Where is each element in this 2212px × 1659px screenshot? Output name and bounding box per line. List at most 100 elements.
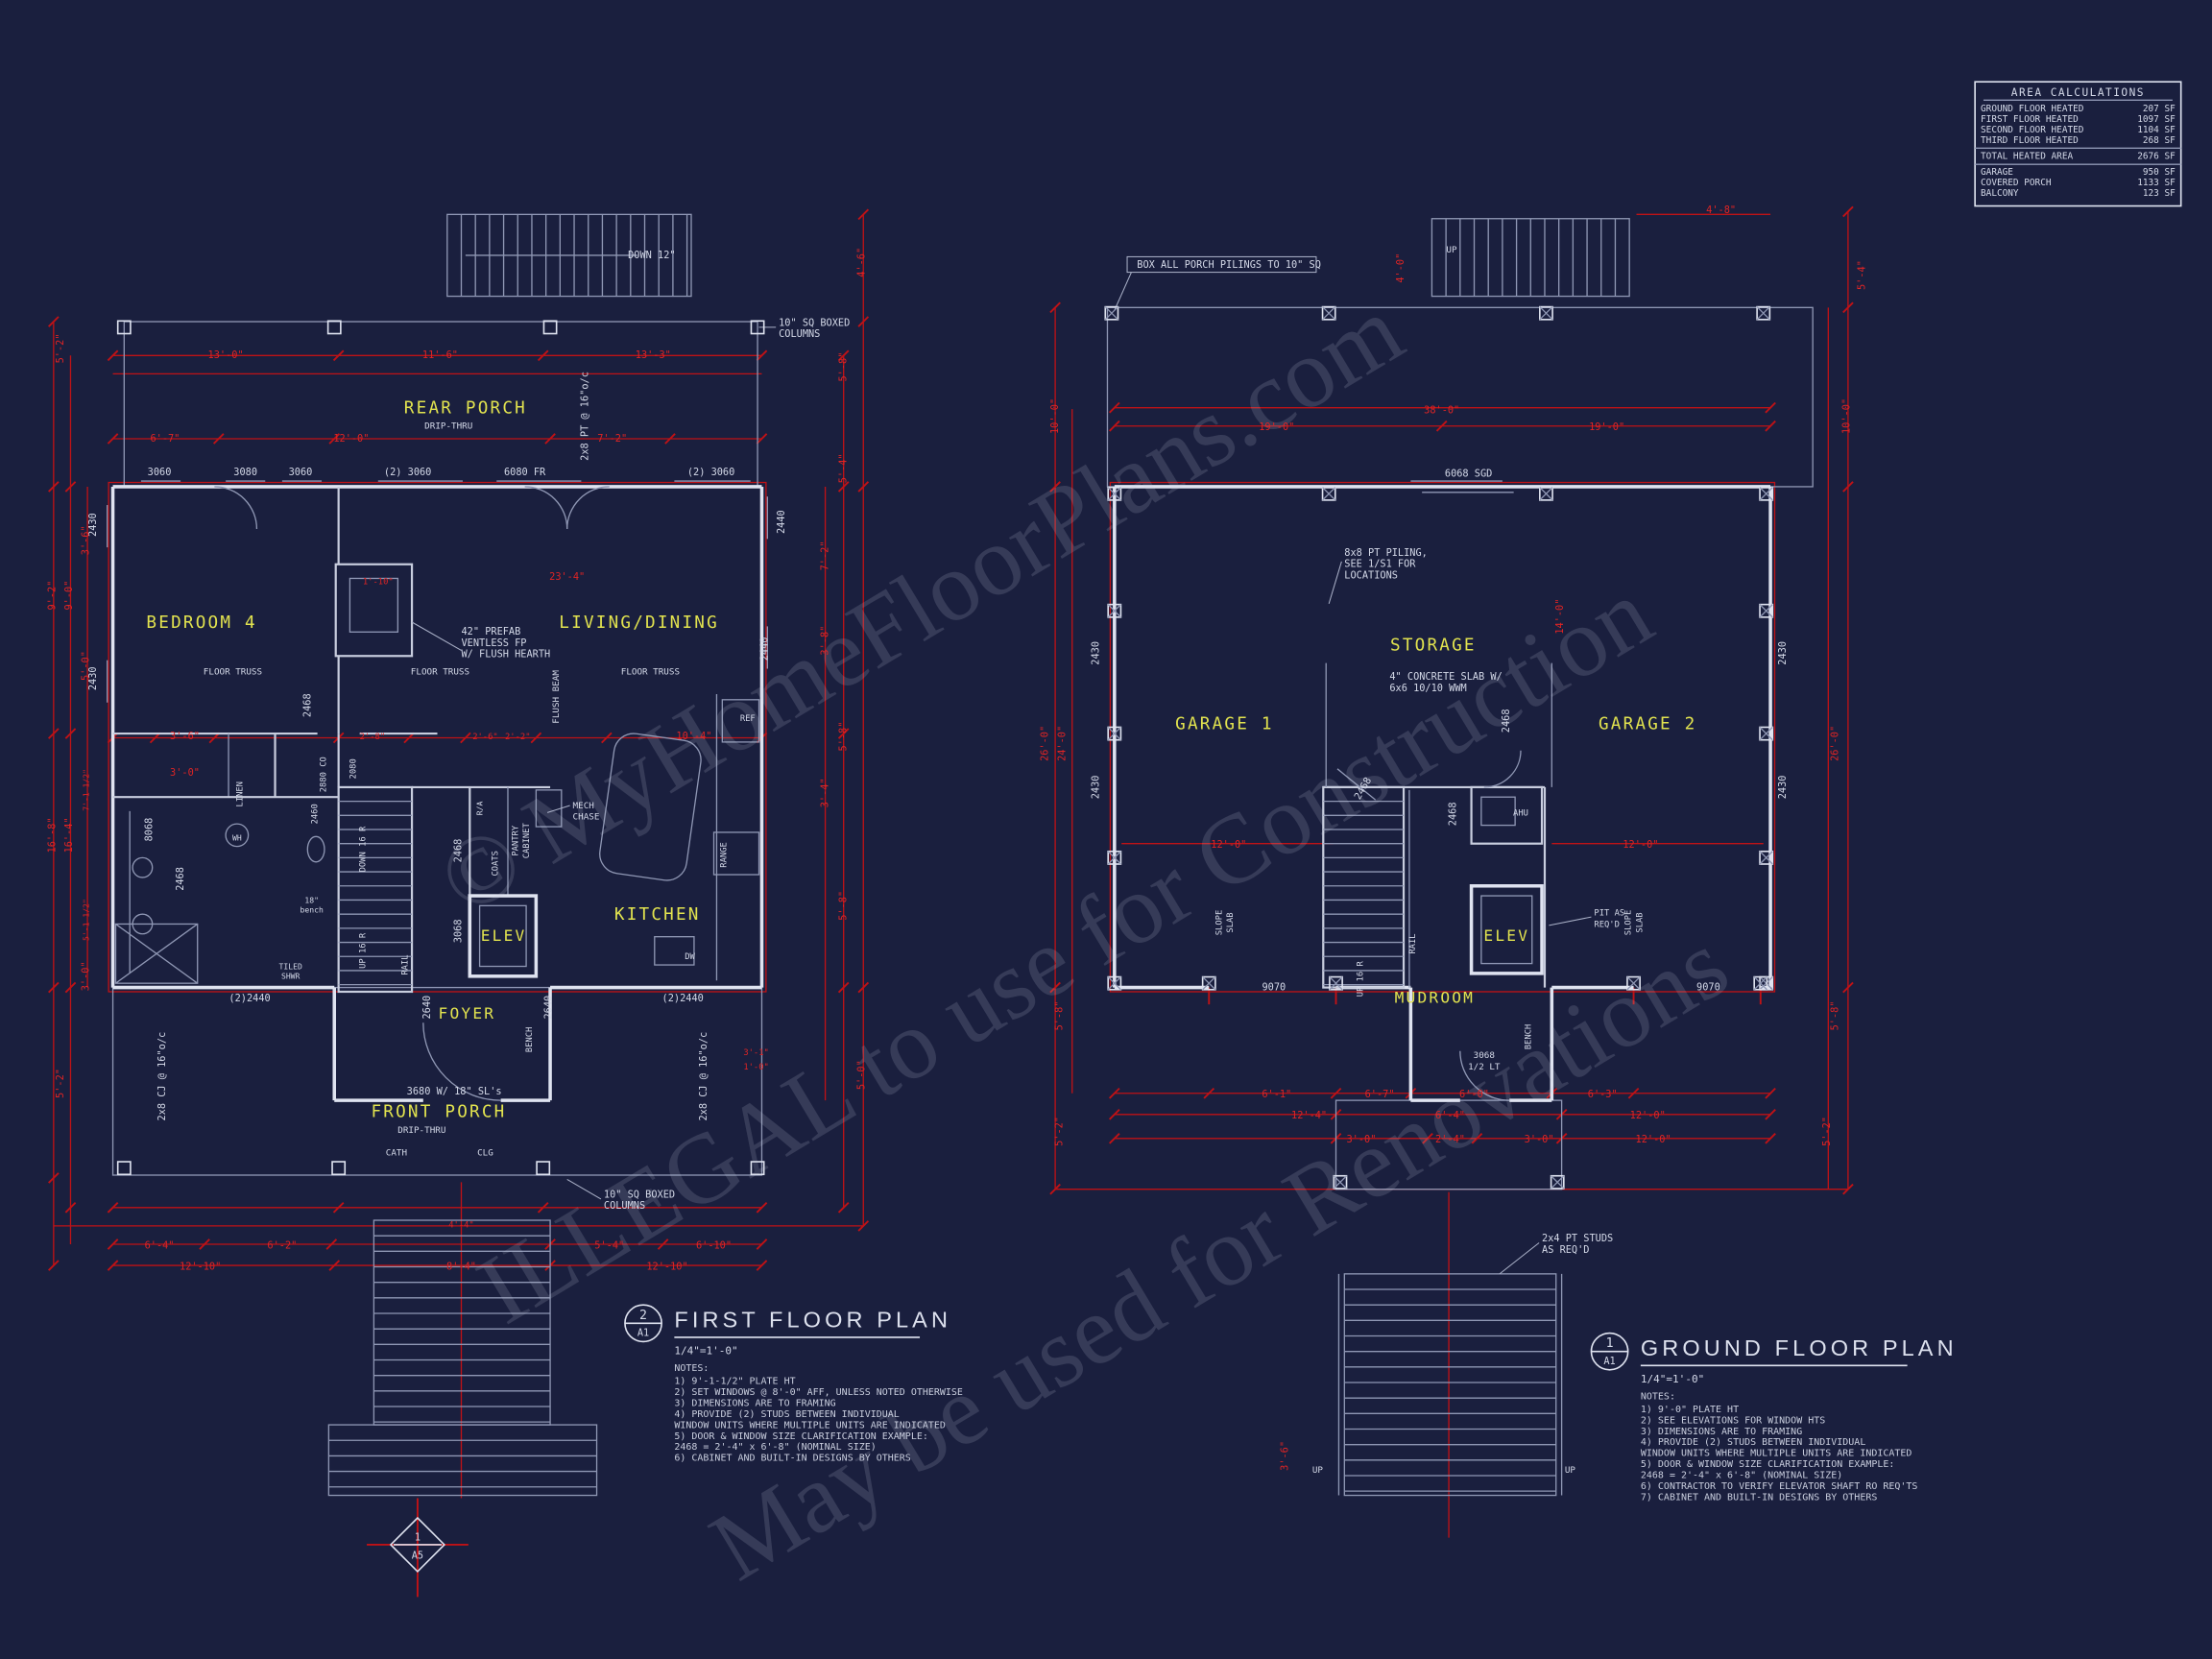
first-floor-windows — [107, 480, 769, 703]
dimension-label: 3'-6" — [1280, 1441, 1291, 1471]
dimension-label: 7'-2" — [820, 541, 831, 570]
annotation-label: UP 16 R — [359, 932, 369, 969]
dimension-label: 12'-0" — [1630, 1110, 1666, 1121]
rear-stairs-outline — [446, 213, 692, 298]
plan-note: 5) DOOR & WINDOW SIZE CLARIFICATION EXAM… — [1641, 1459, 1895, 1470]
annotation-label: bench — [301, 905, 324, 915]
dimension-label: 19'-0" — [1259, 421, 1294, 433]
ground-floor-leaders — [1114, 255, 1592, 1275]
detail-marker-sheet: A5 — [412, 1551, 423, 1562]
dimension-label: 3'-0" — [170, 767, 200, 779]
annotation-label: SHWR — [281, 972, 301, 981]
annotation-label: 2430 — [1091, 641, 1102, 665]
dimension-label: 3'-8" — [820, 626, 831, 656]
area-row-label: COVERED PORCH — [1981, 178, 2052, 188]
annotation-label: FLOOR TRUSS — [411, 666, 469, 677]
room-label: STORAGE — [1390, 636, 1477, 655]
area-row-value: 1133 SF — [2137, 178, 2176, 188]
dimension-label: 5'-2" — [55, 1069, 66, 1098]
annotation-label: 2640 — [543, 996, 555, 1020]
annotation-label: 2440 — [758, 637, 770, 661]
annotation-label: SLAB — [1635, 912, 1645, 932]
dimension-label: 12'-0" — [1623, 839, 1658, 851]
dimension-label: 5'-8" — [838, 722, 850, 752]
area-row-label: FIRST FLOOR HEATED — [1981, 114, 2079, 125]
annotation-label: 3060 — [289, 467, 313, 478]
dimension-label: 11'-6" — [422, 349, 458, 361]
annotation-label: 2460 — [311, 804, 321, 824]
annotation-label: BENCH — [525, 1027, 535, 1052]
annotation-label: WH — [232, 833, 242, 843]
area-table-title: AREA CALCULATIONS — [2011, 86, 2145, 99]
room-label: FOYER — [439, 1004, 496, 1022]
plan-note: 1) 9'-1-1/2" PLATE HT — [674, 1376, 795, 1386]
annotation-label: 3060 — [148, 467, 172, 478]
annotation-label: 2080 — [349, 758, 358, 779]
plan-note: 5) DOOR & WINDOW SIZE CLARIFICATION EXAM… — [674, 1431, 928, 1442]
annotation-label: 2468 — [175, 867, 186, 891]
plan-note: 7) CABINET AND BUILT-IN DESIGNS BY OTHER… — [1641, 1493, 1877, 1503]
dimension-label: 5'-4" — [594, 1239, 624, 1251]
dimension-label: 4'-6" — [856, 248, 868, 277]
dimension-label: 5'-4" — [838, 453, 850, 483]
annotation-label: 2x8 CJ @ 16"o/c — [698, 1032, 709, 1121]
annotation-label: REF — [740, 714, 756, 724]
dimension-label: 3'-4" — [820, 778, 831, 807]
annotation-label: REQ'D — [1594, 920, 1619, 929]
dimension-label: 5'-1 1/2" — [82, 899, 91, 941]
annotation-label: 2640 — [421, 996, 433, 1020]
entry-steps-outline — [1343, 1273, 1557, 1497]
dimension-label: 6'-10" — [696, 1239, 732, 1251]
ground-floor-notes-label: NOTES: — [1641, 1392, 1675, 1403]
annotation-label: CABINET — [522, 823, 532, 859]
dimension-label: 3'-1" — [743, 1048, 768, 1058]
ground-floor-scale: 1/4"=1'-0" — [1641, 1373, 1704, 1385]
ground-floor-dimension-lines — [1054, 211, 1849, 1538]
dimension-label: 6'-7" — [1365, 1089, 1395, 1100]
dimension-label: 3'-6" — [170, 731, 200, 742]
area-row-label: GROUND FLOOR HEATED — [1981, 104, 2084, 114]
area-row-label: TOTAL HEATED AREA — [1981, 151, 2073, 161]
annotation-label: 2x8 PT @ 16"o/c — [580, 372, 591, 461]
watermark: © MyHomeFloorPlans.com ILLEGAL to use fo… — [421, 276, 1745, 1602]
annotation-label: RANGE — [720, 842, 730, 867]
first-floor-detail-marker: 1 A5 — [389, 1516, 446, 1574]
annotation-label: 4" CONCRETE SLAB W/ — [1389, 671, 1502, 683]
plan-note: WINDOW UNITS WHERE MULTIPLE UNITS ARE IN… — [674, 1420, 946, 1431]
annotation-label: CATH — [386, 1147, 407, 1158]
dimension-label: 38'-0" — [1424, 405, 1459, 417]
annotation-label: 2430 — [1091, 776, 1102, 800]
annotation-label: 9070 — [1696, 982, 1720, 994]
annotation-label: LINEN — [236, 781, 246, 806]
plan-note: 1) 9'-0" PLATE HT — [1641, 1405, 1739, 1415]
first-floor-title: FIRST FLOOR PLAN — [674, 1308, 951, 1333]
annotation-label: 3068 — [452, 919, 464, 943]
annotation-label: COLUMNS — [604, 1200, 645, 1212]
detail-marker-number: 1 — [415, 1532, 421, 1544]
annotation-label: BOX ALL PORCH PILINGS TO 10" SQ — [1137, 259, 1321, 271]
ground-floor-detail-number: 1 — [1606, 1336, 1614, 1351]
annotation-label: 2430 — [1777, 776, 1789, 800]
plan-note: 6) CABINET AND BUILT-IN DESIGNS BY OTHER… — [674, 1454, 910, 1464]
porch-column-symbols — [116, 320, 765, 1176]
annotation-label: W/ FLUSH HEARTH — [461, 649, 550, 661]
dimension-label: 6'-0" — [1459, 1089, 1489, 1100]
room-label: MUDROOM — [1395, 989, 1476, 1007]
dimension-label: 4'-8" — [1706, 204, 1736, 216]
annotation-label: (2) 3060 — [687, 467, 734, 478]
room-label: GARAGE 2 — [1599, 715, 1697, 734]
annotation-label: LOCATIONS — [1344, 569, 1398, 581]
dimension-label: 12'-0" — [333, 433, 369, 445]
area-row-label: THIRD FLOOR HEATED — [1981, 135, 2079, 146]
room-label: GARAGE 1 — [1175, 715, 1274, 734]
annotation-label: SEE 1/S1 FOR — [1344, 559, 1416, 570]
annotation-label: 6x6 10/10 WWM — [1389, 683, 1466, 694]
annotation-label: 2430 — [1777, 641, 1789, 665]
room-label: KITCHEN — [614, 905, 701, 925]
dimension-label: 5'-0" — [856, 1060, 868, 1090]
area-row-value: 123 SF — [2143, 188, 2176, 199]
annotation-label: VENTLESS FP — [461, 637, 526, 649]
